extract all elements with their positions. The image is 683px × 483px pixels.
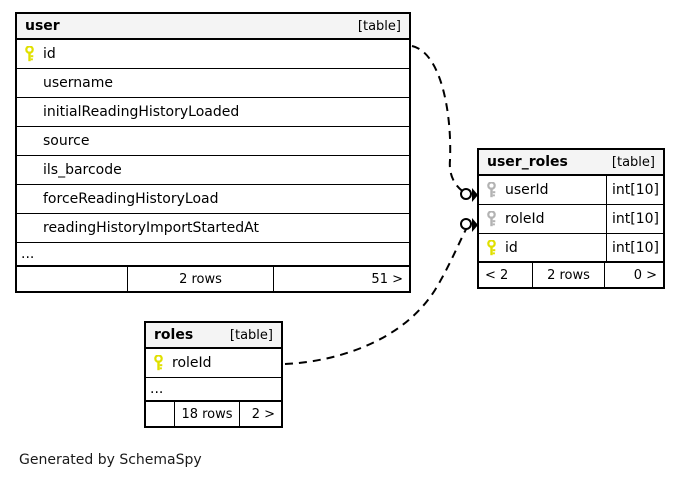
table-user-footer: 2 rows 51 >	[17, 267, 409, 291]
column-name: id	[505, 239, 518, 256]
table-user-roles[interactable]: user_roles [table] userId int[10]	[477, 148, 665, 289]
column-name: initialReadingHistoryLoaded	[43, 104, 240, 120]
table-user[interactable]: user [table] id username initialReadingH…	[15, 12, 411, 293]
column-name: forceReadingHistoryLoad	[43, 191, 219, 207]
column-name: username	[43, 75, 113, 91]
more-columns-indicator: ...	[146, 378, 281, 402]
primary-key-icon	[17, 46, 41, 62]
table-roles-title: roles	[154, 327, 194, 343]
table-row[interactable]: ils_barcode	[17, 156, 409, 185]
column-name: ils_barcode	[43, 162, 122, 178]
footer-children-count[interactable]: 0 >	[633, 267, 657, 283]
table-roles[interactable]: roles [table] roleId ... 18 rows 2 >	[144, 321, 283, 428]
footer-parents-count[interactable]: < 2	[485, 267, 509, 283]
footer-row-count: 18 rows	[174, 402, 240, 426]
footer-children-count[interactable]: 51 >	[371, 271, 403, 287]
table-user-kind: [table]	[357, 18, 401, 34]
table-row[interactable]: initialReadingHistoryLoaded	[17, 98, 409, 127]
primary-key-icon	[146, 355, 170, 371]
footer-children-count[interactable]: 2 >	[251, 406, 275, 422]
table-row[interactable]: forceReadingHistoryLoad	[17, 185, 409, 214]
column-type: int[10]	[606, 234, 663, 261]
column-name: readingHistoryImportStartedAt	[43, 220, 259, 236]
table-user-roles-header: user_roles [table]	[479, 150, 663, 176]
footer-row-count: 2 rows	[532, 263, 605, 287]
table-user-title: user	[25, 18, 60, 34]
table-row[interactable]: userId int[10]	[479, 176, 663, 205]
table-roles-header: roles [table]	[146, 323, 281, 349]
table-row[interactable]: roleId int[10]	[479, 205, 663, 234]
relationship-circle-user_roles-userId	[460, 188, 472, 200]
table-roles-kind: [table]	[229, 327, 273, 343]
table-user-roles-title: user_roles	[487, 154, 568, 170]
table-row[interactable]: source	[17, 127, 409, 156]
generated-by-caption: Generated by SchemaSpy	[19, 452, 202, 468]
column-name: id	[43, 46, 56, 62]
table-row[interactable]: id	[17, 40, 409, 69]
relationship-circle-user_roles-roleId	[460, 218, 472, 230]
column-type: int[10]	[606, 176, 663, 204]
foreign-key-icon	[479, 182, 503, 198]
more-columns-indicator: ...	[17, 243, 409, 267]
table-row[interactable]: username	[17, 69, 409, 98]
column-type: int[10]	[606, 205, 663, 233]
column-name: roleId	[172, 355, 212, 371]
table-row[interactable]: id int[10]	[479, 234, 663, 263]
table-row[interactable]: readingHistoryImportStartedAt	[17, 214, 409, 243]
footer-row-count: 2 rows	[127, 267, 274, 291]
column-name: source	[43, 133, 90, 149]
table-user-roles-kind: [table]	[611, 154, 655, 170]
table-row[interactable]: roleId	[146, 349, 281, 378]
primary-key-icon	[479, 239, 503, 256]
column-name: roleId	[505, 211, 545, 227]
column-name: userId	[505, 182, 549, 198]
footer-parents-count[interactable]	[17, 267, 127, 291]
table-roles-footer: 18 rows 2 >	[146, 402, 281, 426]
relationship-line-user-to-user_roles	[411, 45, 470, 196]
footer-parents-count[interactable]	[146, 402, 174, 426]
foreign-key-icon	[479, 211, 503, 227]
table-user-roles-footer: < 2 2 rows 0 >	[479, 263, 663, 287]
table-user-header: user [table]	[17, 14, 409, 40]
